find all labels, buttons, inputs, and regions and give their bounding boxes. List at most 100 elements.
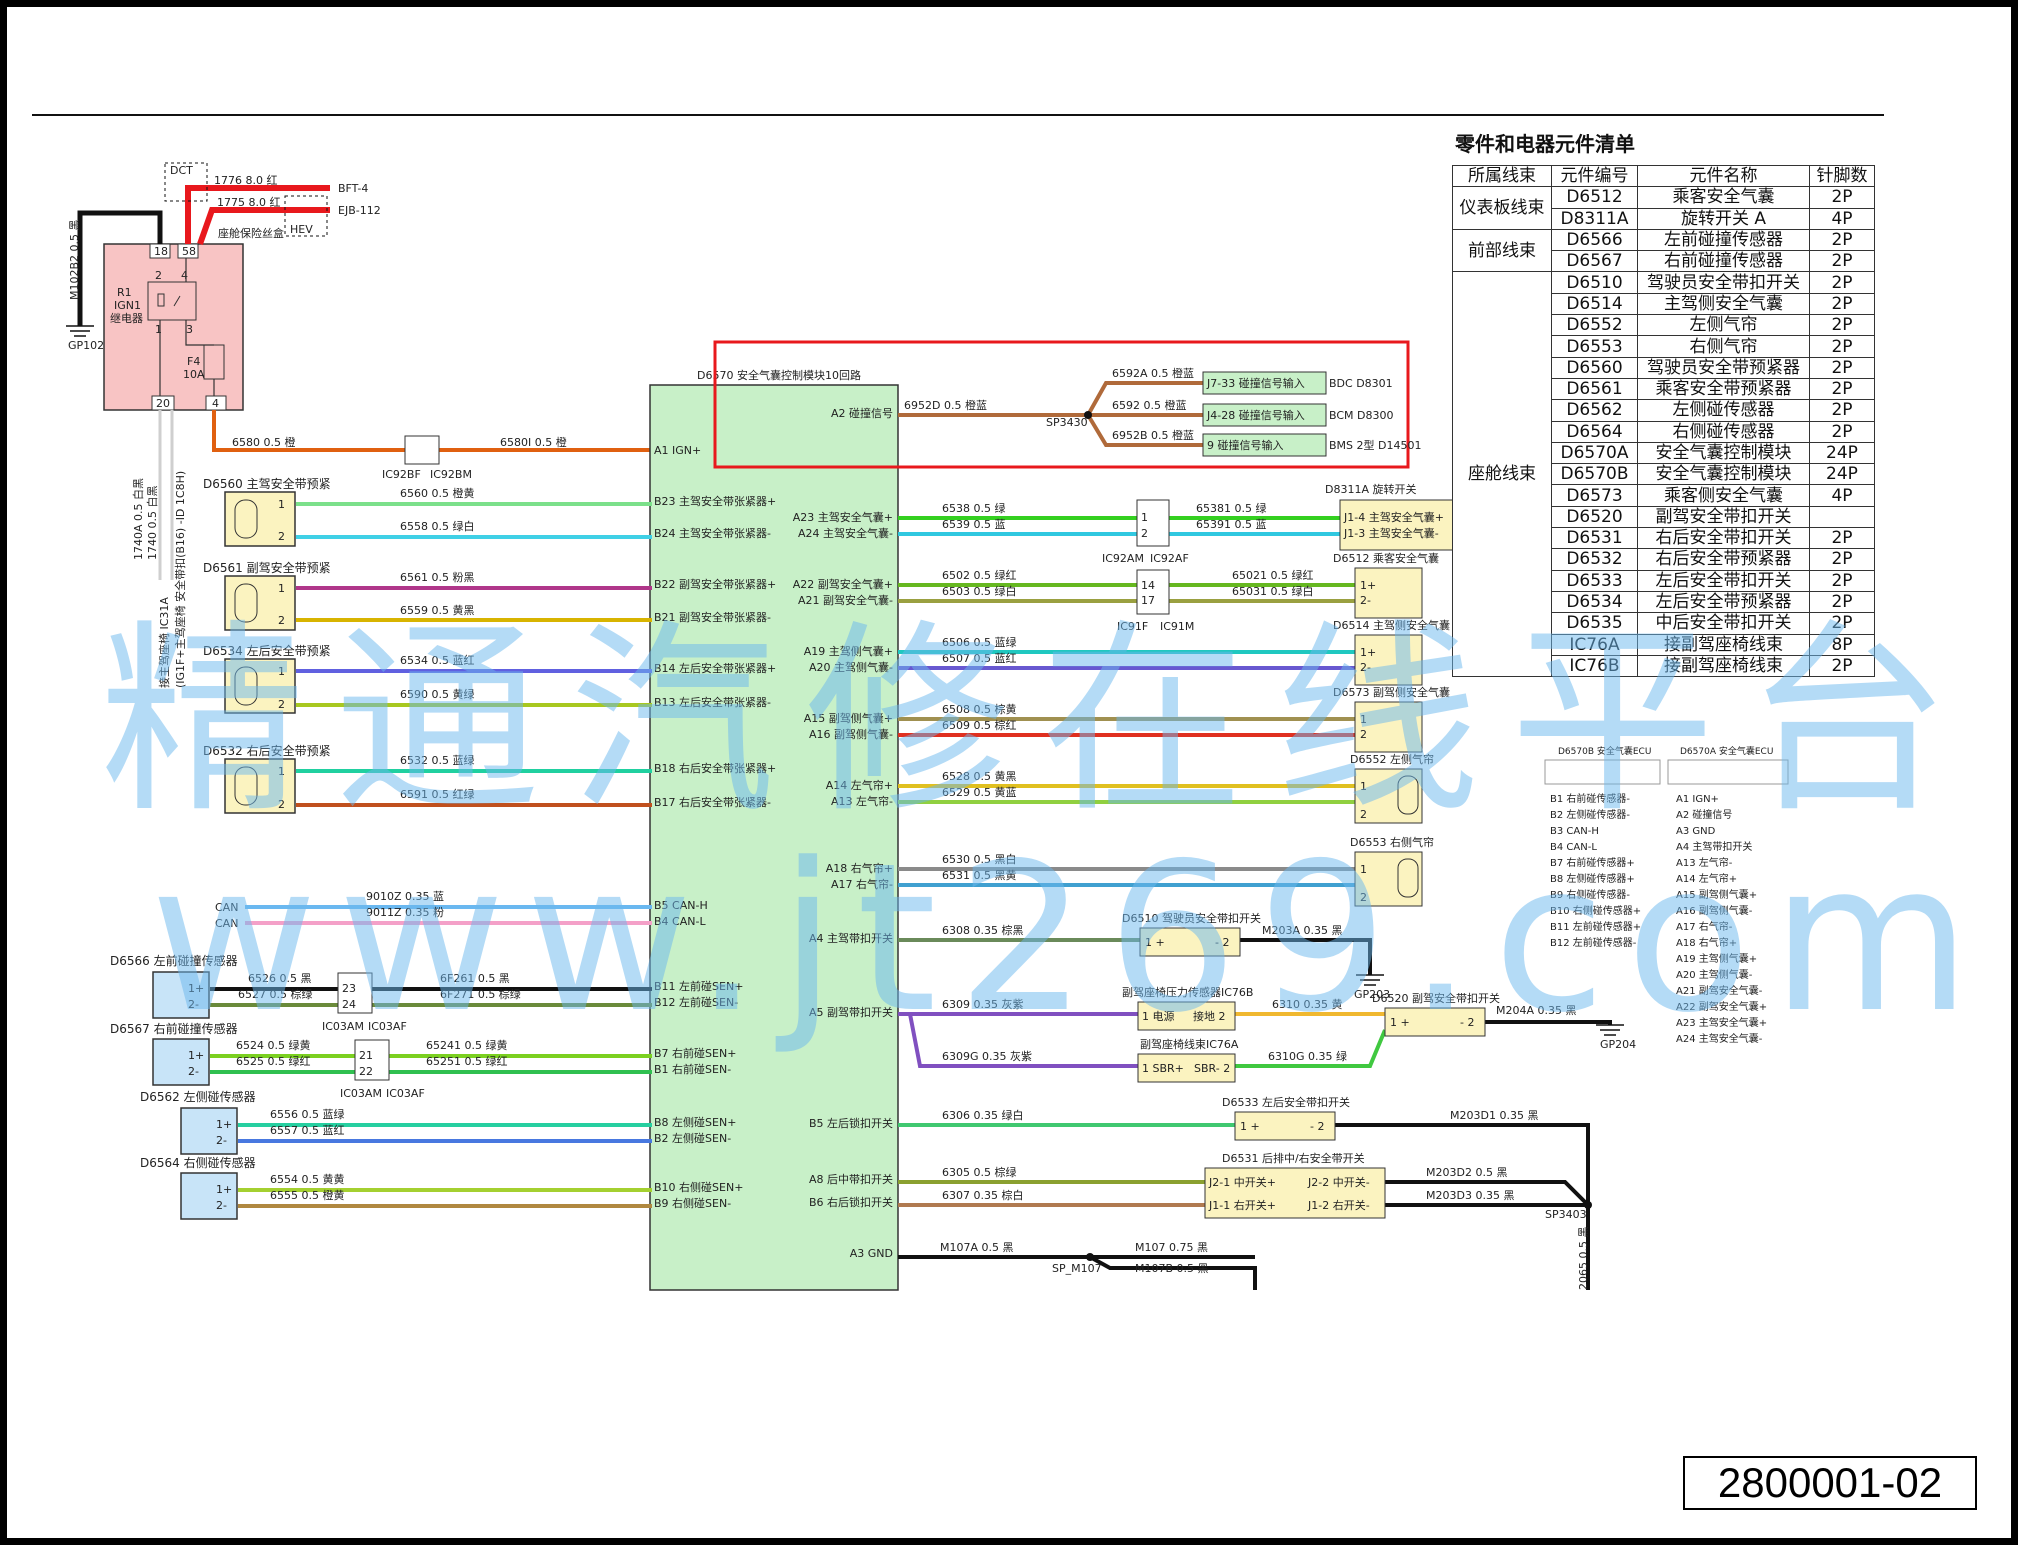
component-pin: J1-1 右开关+	[1208, 1198, 1276, 1212]
wire-label: 6592A 0.5 橙蓝	[1112, 366, 1194, 380]
relay-coil	[147, 281, 197, 321]
relay-name: R1	[117, 286, 132, 299]
squib-icon	[234, 499, 258, 539]
wire-label: 65241 0.5 绿黄	[426, 1038, 507, 1052]
wire-label: 6508 0.5 棕黄	[942, 702, 1016, 716]
airbag-module-box	[649, 384, 899, 1291]
wire-m107	[898, 1255, 1257, 1290]
wire-label: 65031 0.5 绿白	[1232, 584, 1313, 598]
module-title: D6570 安全气囊控制模块10回路	[697, 368, 861, 382]
bom-cell: 左前碰撞传感器	[1637, 228, 1810, 252]
module-left-pins: A1 IGN+ B23 主驾安全带张紧器+ B24 主驾安全带张紧器- B22 …	[654, 444, 776, 1210]
component-label: D6564 右侧碰传感器	[140, 1155, 256, 1170]
wire-label: 6952B 0.5 橙蓝	[1112, 428, 1194, 442]
pin-text: A18 右气帘+	[826, 861, 893, 875]
legend-pin: A13 左气帘-	[1676, 856, 1733, 869]
pin-number: 1	[278, 498, 285, 511]
wire-red-1775	[197, 207, 330, 245]
can-label: CAN	[215, 901, 238, 914]
crash-target-bms	[1202, 433, 1327, 457]
connector-label: IC92AM	[1102, 552, 1144, 565]
wire-label: 6309 0.35 灰紫	[942, 997, 1023, 1011]
pin-number: 2-	[216, 1199, 227, 1212]
wire-white-vertical	[158, 410, 174, 580]
legend-pin: A18 右气帘+	[1676, 936, 1737, 949]
legend-pin: A24 主驾安全气囊-	[1676, 1032, 1763, 1045]
bom-cell: D6552	[1551, 314, 1638, 337]
pin-number: 1	[278, 582, 285, 595]
wire-label: 6307 0.35 棕白	[942, 1188, 1023, 1202]
wire-label: 6555 0.5 橙黄	[270, 1188, 344, 1202]
wire-label: 65021 0.5 绿红	[1232, 568, 1313, 582]
wire-label: M204A 0.35 黑	[1496, 1004, 1577, 1017]
pin-legend: D6570B 安全气囊ECU D6570A 安全气囊ECU B1 右前碰传感器-…	[1544, 745, 1789, 1045]
pin-text: B9 右侧碰SEN-	[654, 1196, 731, 1210]
bom-header-row: 所属线束元件编号元件名称针脚数	[1452, 164, 1875, 188]
pin-text: A24 主驾安全气囊-	[798, 526, 893, 540]
pin-number: 1+	[1360, 646, 1376, 659]
component-label: D6553 右侧气帘	[1350, 835, 1434, 849]
wire-label: 6531 0.5 黑黄	[942, 868, 1016, 882]
legend-pin: A1 IGN+	[1676, 794, 1719, 805]
pin-number: 1	[278, 665, 285, 678]
bom-cell: 乘客安全带预紧器	[1637, 377, 1810, 401]
pin-number: 1	[1360, 863, 1367, 876]
wire-label: 6530 0.5 黑白	[942, 852, 1016, 866]
bom-cell: D6573	[1551, 484, 1638, 507]
wire-label: 6560 0.5 橙黄	[400, 486, 474, 500]
bom-header-cell: 元件编号	[1551, 164, 1638, 188]
pin-text: A3 GND	[850, 1247, 893, 1260]
ground-label: GP203	[1354, 988, 1390, 1001]
crash-dest: BDC D8301	[1329, 377, 1393, 390]
wire-label: (IG1F+主驾座椅 安全带扣(B16) -ID 1C8H)	[173, 471, 187, 688]
pin-number: 1+	[188, 1049, 204, 1062]
pin-number: 2-	[1360, 594, 1371, 607]
pin-number: 1+	[188, 982, 204, 995]
wire-label: 6F261 0.5 黑	[440, 972, 510, 985]
component-label: D6533 左后安全带扣开关	[1222, 1095, 1350, 1109]
wire-label: M107A 0.5 黑	[940, 1241, 1014, 1254]
pin-text: A14 左气帘+	[826, 778, 893, 792]
ground-symbol	[1596, 1024, 1624, 1036]
bom-cell: D6512	[1551, 186, 1638, 209]
wire-label: 6306 0.35 绿白	[942, 1108, 1023, 1122]
component-pin: J1-2 右开关-	[1307, 1198, 1370, 1212]
wire-m203d2	[1385, 1180, 1590, 1207]
wire-label: 6529 0.5 黄蓝	[942, 785, 1016, 799]
page-id: 2800001-02	[1683, 1456, 1977, 1510]
wire-label: 1740 0.5 白黑	[145, 486, 159, 560]
wire-label: 6580I 0.5 橙	[500, 435, 567, 449]
component-pin: - 2	[1310, 1120, 1324, 1133]
wire-label: 6526 0.5 黑	[248, 972, 311, 985]
pin-text: B22 副驾安全带张紧器+	[654, 577, 776, 591]
bom-cell: 2P	[1809, 228, 1875, 252]
crash-target-label: J4-28 碰撞信号输入	[1206, 408, 1305, 422]
crash-target-bcm	[1202, 403, 1327, 427]
bom-cell: 2P	[1809, 548, 1875, 571]
pin-text: B11 左前碰SEN+	[654, 979, 743, 993]
bom-cell: D6561	[1551, 377, 1638, 401]
pin-number: 2-	[188, 1065, 199, 1078]
hev-label: HEV	[290, 223, 313, 236]
crash-signal-highlight	[713, 340, 1410, 469]
bom-cell: D6534	[1551, 590, 1638, 614]
bom-cell: 2P	[1809, 569, 1875, 592]
wire-m204a	[1485, 1020, 1612, 1025]
wire-label: 6554 0.5 黄黄	[270, 1172, 344, 1186]
buckle-d6510	[1139, 927, 1241, 957]
buckle-d6533	[1234, 1111, 1336, 1141]
wire-label: 2065 0.5 黑	[1577, 1227, 1590, 1290]
bom-cell: 安全气囊控制模块	[1637, 463, 1810, 486]
connector-ic91	[1136, 569, 1170, 615]
wire-label: 6557 0.5 蓝红	[270, 1124, 344, 1137]
wire-label: 6532 0.5 蓝绿	[400, 753, 474, 767]
pin-text: A4 主驾带扣开关	[809, 931, 893, 945]
crash-dest: BMS 2型 D14501	[1329, 438, 1421, 452]
connector-label: IC91M	[1160, 620, 1194, 633]
bom-cell: 2P	[1809, 271, 1875, 294]
bom-cell: 乘客安全气囊	[1637, 186, 1810, 209]
